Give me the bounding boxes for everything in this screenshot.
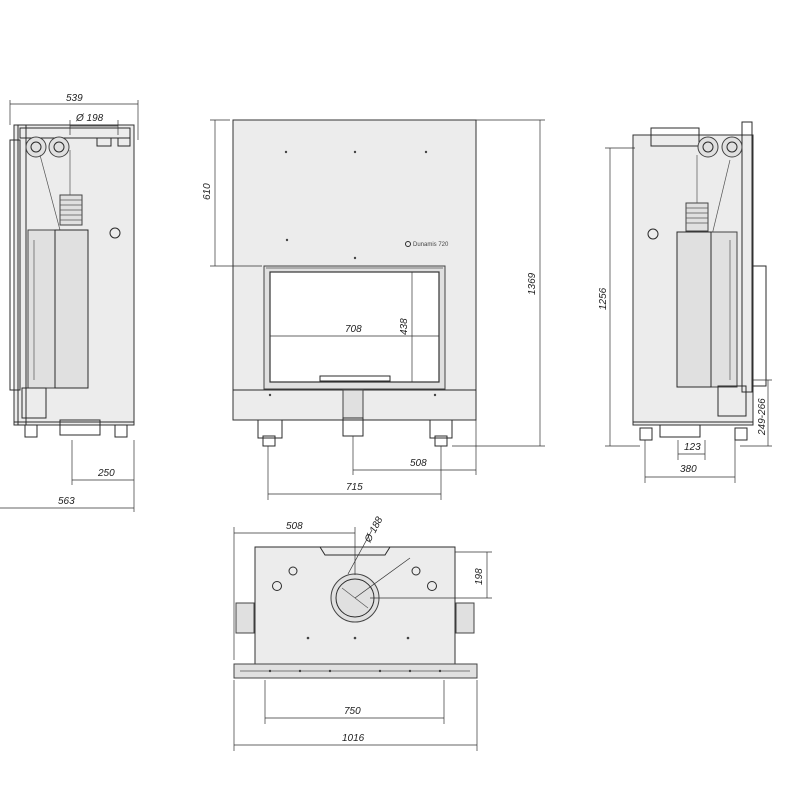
dim-1016: 1016	[342, 733, 365, 744]
dim-708: 708	[345, 324, 362, 335]
dim-715: 715	[346, 482, 363, 493]
dim-123: 123	[684, 442, 701, 453]
dim-flue-198: Ø 198	[75, 113, 104, 124]
dim-508-front: 508	[410, 458, 427, 469]
left-dimensions: 539 Ø 198 250 563	[0, 93, 139, 512]
left-side-view	[9, 124, 135, 438]
right-dimensions: 1256 249-266 123 380	[598, 147, 772, 483]
dim-539: 539	[66, 93, 83, 104]
dim-flue-188: Ø 188	[362, 515, 385, 545]
dim-508-bottom: 508	[286, 521, 303, 532]
right-side-view	[632, 121, 767, 441]
dim-563: 563	[58, 496, 75, 507]
dim-1369: 1369	[527, 272, 538, 295]
dim-198-bottom: 198	[474, 568, 485, 585]
dim-438: 438	[399, 318, 410, 335]
dim-750: 750	[344, 706, 361, 717]
dim-250: 250	[97, 468, 115, 479]
bottom-view	[233, 546, 478, 679]
brand-label: Dunamis 720	[413, 242, 449, 248]
dim-249-266: 249-266	[757, 398, 768, 436]
front-view: Dunamis 720	[232, 119, 477, 447]
dim-380: 380	[680, 464, 697, 475]
dim-610: 610	[202, 183, 213, 200]
front-dimensions: 610 1369 708 438 508 715	[202, 119, 545, 500]
dim-1256: 1256	[598, 287, 609, 310]
